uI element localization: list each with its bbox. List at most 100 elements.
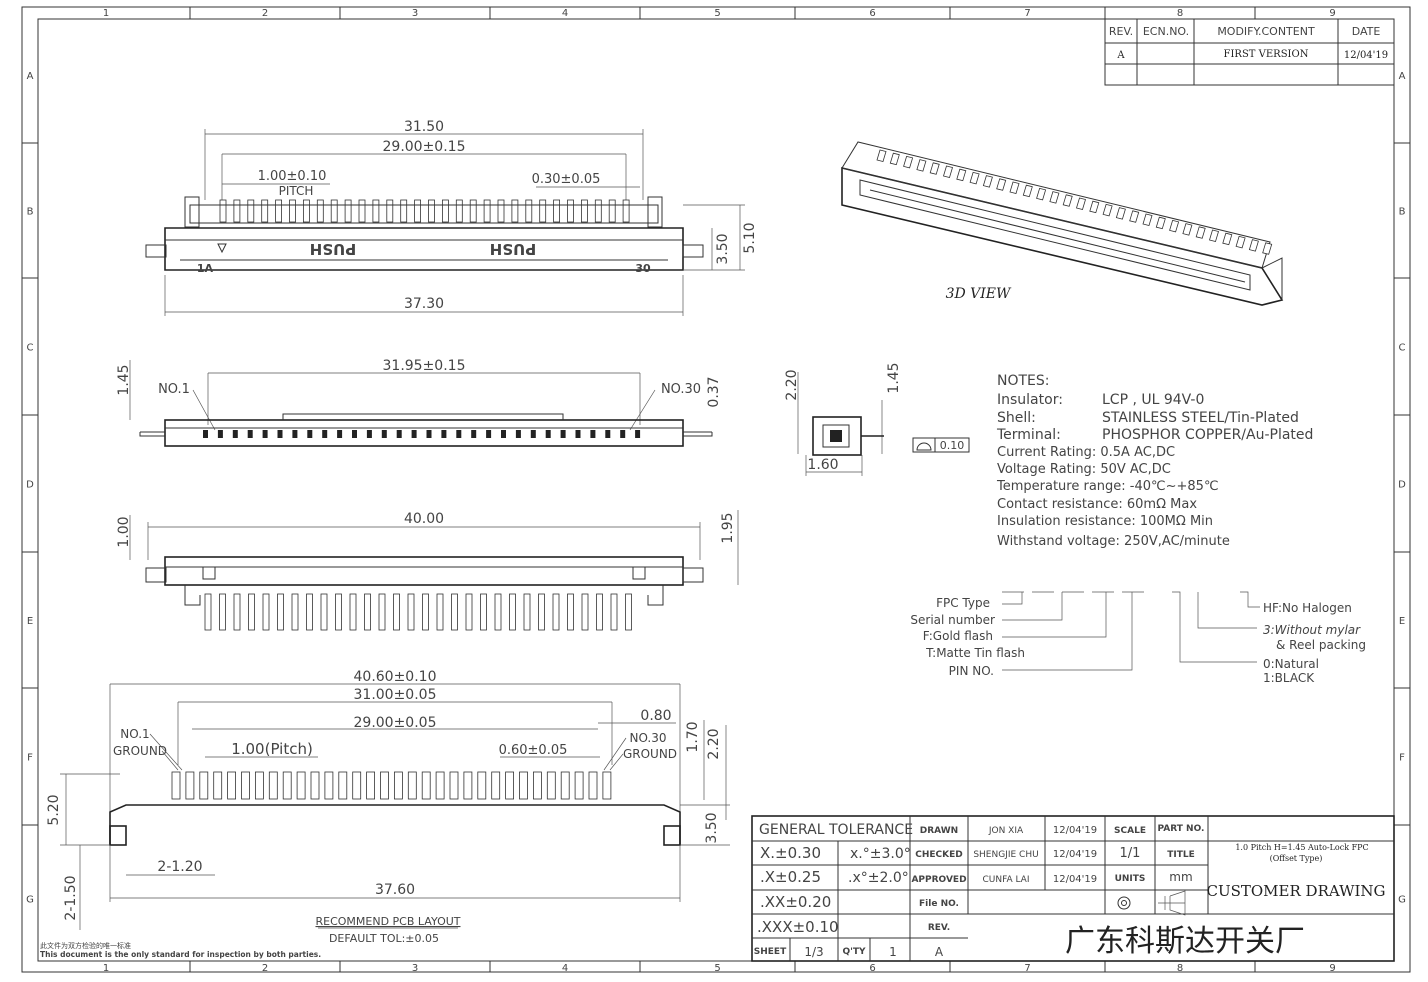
tol-x3: .XXX±0.10 bbox=[757, 918, 839, 936]
top-pin bbox=[581, 199, 588, 223]
iso-pin bbox=[903, 155, 914, 169]
top-pin bbox=[497, 199, 505, 223]
role-approved-name: CUNFA LAI bbox=[982, 875, 1029, 885]
top-pin bbox=[219, 199, 227, 223]
iso-pin bbox=[1235, 235, 1246, 249]
front-view-pins bbox=[203, 430, 641, 438]
frame-row-label: A bbox=[1399, 71, 1406, 82]
pcb-pad bbox=[366, 771, 376, 800]
frame-col-label: 2 bbox=[262, 8, 268, 19]
spec-voltage: Voltage Rating: 50V AC,DC bbox=[997, 462, 1171, 477]
pcb-caption: RECOMMEND PCB LAYOUT bbox=[315, 915, 460, 928]
frame-col-label: 9 bbox=[1329, 8, 1335, 19]
pcb-pad bbox=[421, 771, 431, 800]
pcb-pad bbox=[393, 771, 403, 800]
frame-col-label: 6 bbox=[869, 8, 875, 19]
dim-1-60: 1.60 bbox=[807, 457, 838, 473]
rear-pin bbox=[320, 593, 328, 631]
top-pin bbox=[330, 199, 338, 223]
frame-row-label: D bbox=[1398, 480, 1406, 491]
iso-pin bbox=[1115, 207, 1126, 220]
iso-pin bbox=[1248, 239, 1259, 252]
iso-pin bbox=[1089, 200, 1100, 214]
role-approved-date: 12/04'19 bbox=[1053, 874, 1097, 885]
rev-header-rev: REV. bbox=[1109, 25, 1133, 38]
dim-1-00: 1.00 bbox=[116, 516, 132, 547]
front-pin bbox=[232, 430, 238, 438]
frame-row-label: B bbox=[1399, 207, 1406, 218]
push-label-left: PUSH bbox=[310, 240, 357, 258]
rear-pin bbox=[625, 593, 632, 631]
rear-pin bbox=[393, 593, 400, 631]
iso-pin bbox=[1262, 242, 1273, 255]
iso-pin bbox=[1155, 216, 1166, 230]
pcb-pad bbox=[435, 771, 445, 800]
top-view-pins bbox=[219, 199, 630, 223]
iso-pin bbox=[996, 178, 1007, 191]
front-pin bbox=[352, 430, 357, 438]
iso-pin bbox=[956, 168, 967, 182]
rev-header-content: MODIFY.CONTENT bbox=[1217, 25, 1315, 38]
title-label: TITLE bbox=[1167, 850, 1195, 860]
pcb-pad bbox=[380, 771, 389, 800]
pcb-pad bbox=[296, 771, 306, 800]
pcb-pad bbox=[560, 771, 570, 800]
front-pin bbox=[366, 430, 372, 438]
frame-col-label: 3 bbox=[412, 963, 418, 974]
pcb-pad bbox=[185, 771, 195, 800]
rear-pin bbox=[306, 593, 313, 631]
inner-frame bbox=[37, 18, 1395, 962]
frame-col-label: 6 bbox=[869, 963, 875, 974]
pcb-dim-31-00: 31.00±0.05 bbox=[354, 687, 437, 703]
frame-ticks bbox=[22, 7, 1410, 972]
part-code: FPC Type Serial number F:Gold flash T:Ma… bbox=[910, 591, 1366, 685]
tol-deg2: .x°±2.0° bbox=[848, 870, 909, 886]
top-pin bbox=[302, 199, 310, 223]
code-tin: T:Matte Tin flash bbox=[925, 646, 1025, 660]
frame-col-label: 4 bbox=[562, 963, 568, 974]
sheet-label: SHEET bbox=[754, 947, 787, 957]
top-pin bbox=[622, 199, 630, 223]
top-pin bbox=[567, 199, 574, 223]
pcb-label-ground-left: GROUND bbox=[113, 744, 167, 758]
pcb-pad bbox=[199, 771, 209, 800]
rear-pin bbox=[581, 593, 589, 631]
frame-col-label: 7 bbox=[1024, 963, 1030, 974]
rear-pin bbox=[204, 593, 212, 631]
tol-x1: .X±0.25 bbox=[760, 868, 821, 886]
pin-mark-1a: 1A bbox=[197, 262, 214, 275]
title-value-2: (Offset Type) bbox=[1270, 854, 1323, 863]
pcb-pad bbox=[324, 771, 334, 800]
frame-col-label: 5 bbox=[714, 8, 720, 19]
frame-row-label: F bbox=[27, 753, 33, 764]
iso-pin bbox=[1009, 181, 1020, 194]
tol-deg1: x.°±3.0° bbox=[850, 846, 911, 862]
dim-1-95: 1.95 bbox=[720, 512, 736, 543]
spec-insulation: Insulation resistance: 100MΩ Min bbox=[997, 514, 1213, 529]
pcb-dim-0-60: 0.60±0.05 bbox=[499, 743, 568, 758]
footer-note-cn: 此文件为双方检验的唯一标准 bbox=[40, 941, 131, 950]
top-view: 31.50 29.00±0.15 1.00±0.10 PITCH 0.30±0.… bbox=[145, 119, 758, 316]
rev-row-content: FIRST VERSION bbox=[1224, 49, 1309, 60]
rear-pin bbox=[291, 593, 299, 631]
dim-3-50: 3.50 bbox=[715, 233, 731, 264]
rear-pin bbox=[538, 593, 545, 631]
top-pin bbox=[316, 199, 324, 223]
frame-row-label: G bbox=[1398, 895, 1406, 906]
dim-40-00: 40.00 bbox=[404, 511, 444, 527]
top-pin bbox=[275, 199, 283, 223]
iso-pin bbox=[1169, 219, 1180, 233]
notes-title: NOTES: bbox=[997, 373, 1050, 389]
pcb-pad bbox=[310, 771, 320, 800]
pcb-dim-0-80: 0.80 bbox=[640, 708, 671, 724]
note-insulator-val: LCP , UL 94V-0 bbox=[1102, 392, 1204, 408]
drawing-kind: CUSTOMER DRAWING bbox=[1206, 882, 1385, 900]
dim-29-00: 29.00±0.15 bbox=[383, 139, 466, 155]
rev-value: A bbox=[935, 945, 944, 959]
frame-col-label: 2 bbox=[262, 963, 268, 974]
pcb-dim-2-20: 2.20 bbox=[706, 728, 722, 759]
dim-31-95: 31.95±0.15 bbox=[383, 358, 466, 374]
rear-pin bbox=[523, 593, 531, 631]
outer-frame bbox=[21, 6, 1411, 973]
